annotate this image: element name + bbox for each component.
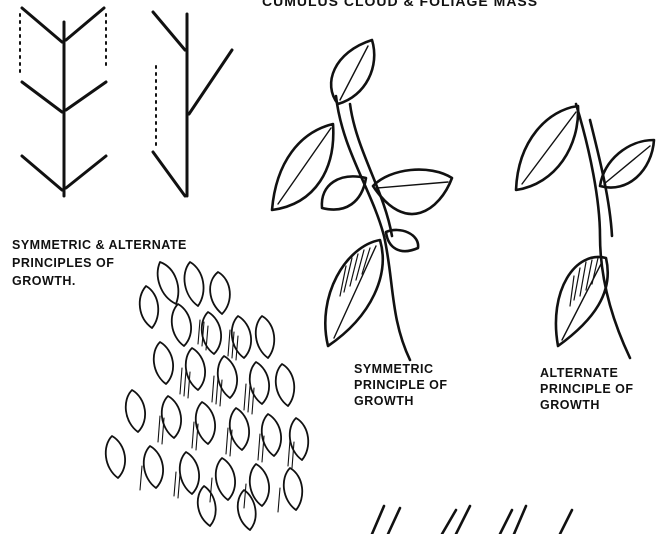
alternate-label-line2: PRINCIPLE OF	[540, 382, 634, 397]
foliage-mass-drawing	[106, 262, 309, 530]
alternate-branch-diagram	[153, 12, 232, 196]
symmetric-leaf-sprig	[272, 40, 452, 360]
top-caption: CUMULUS CLOUD & FOLIAGE MASS	[262, 0, 538, 9]
symmetric-label-line3: GROWTH	[354, 394, 414, 409]
symmetric-branch-diagram	[20, 8, 106, 196]
partial-sketch-strokes	[372, 506, 572, 534]
alternate-leaf-sprig	[516, 104, 654, 358]
branch-caption-line1: SYMMETRIC & ALTERNATE	[12, 238, 187, 253]
alternate-label-line1: ALTERNATE	[540, 366, 618, 381]
symmetric-label-line2: PRINCIPLE OF	[354, 378, 448, 393]
alternate-label-line3: GROWTH	[540, 398, 600, 413]
branch-caption-line2: PRINCIPLES OF	[12, 256, 114, 271]
symmetric-label-line1: SYMMETRIC	[354, 362, 434, 377]
branch-caption-line3: GROWTH.	[12, 274, 76, 289]
